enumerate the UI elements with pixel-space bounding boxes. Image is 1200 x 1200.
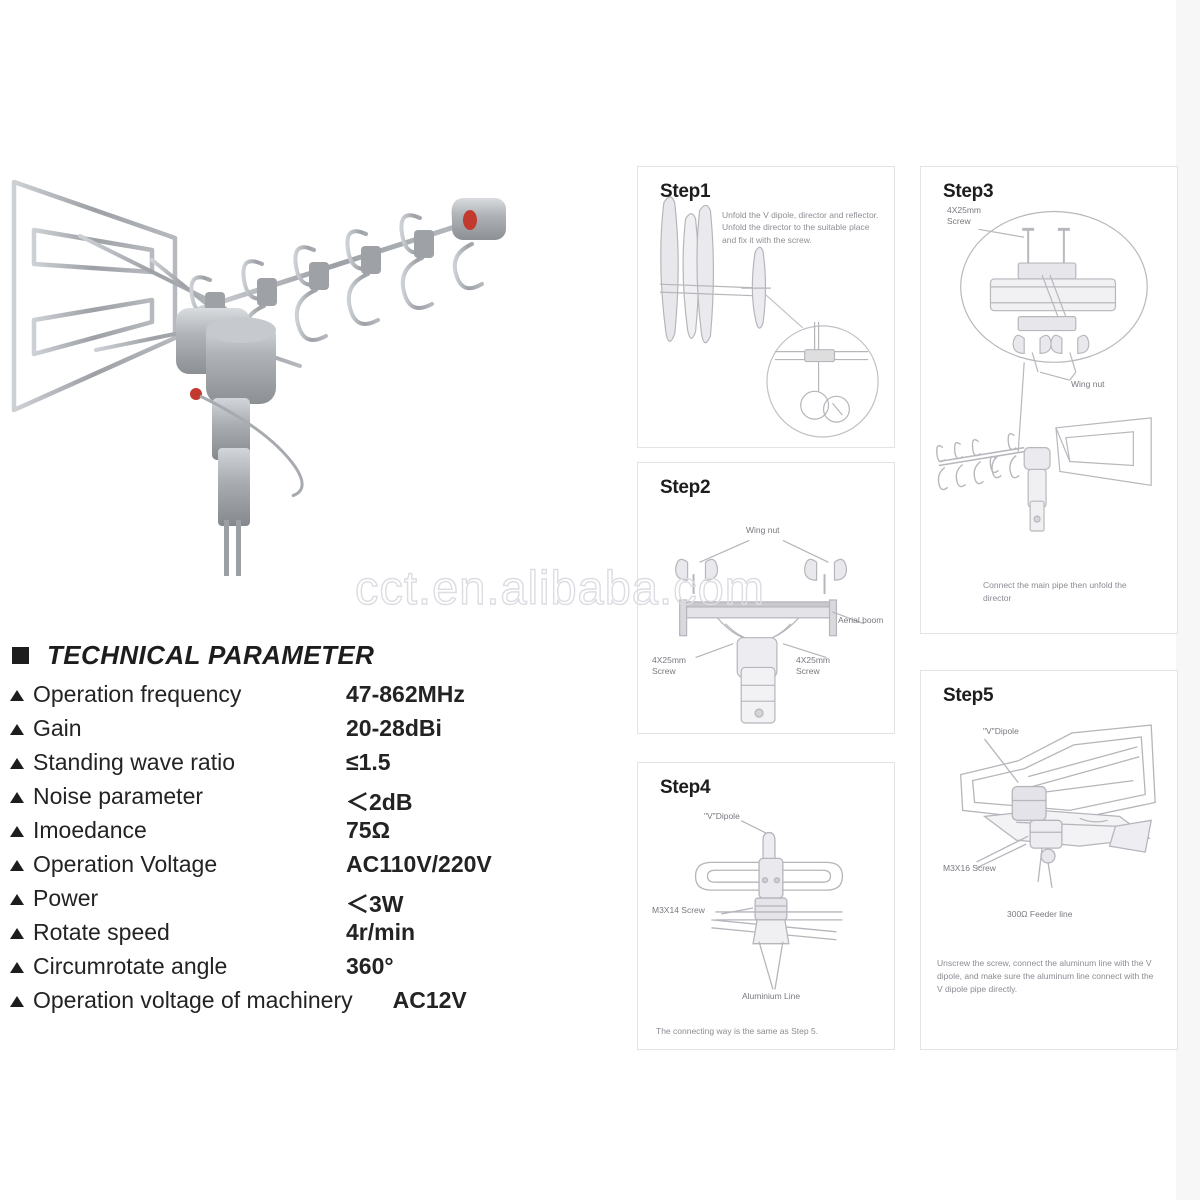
spec-value: ＜2dB [346,789,413,815]
spec-label: Operation voltage of machinery [33,987,353,1013]
panel-step4-label-screw: M3X14 Screw [652,905,705,915]
panel-step2: Step2 Wing nut Aerial boom 4X25mm Screw … [637,462,895,734]
triangle-bullet-icon [10,928,24,939]
panel-step1-body: Unfold the V dipole, director and reflec… [722,210,879,245]
spec-row: Gain 20-28dBi [8,715,620,749]
panel-step4: Step4 "V"Dipole M3X14 Screw Aluminium Li… [637,762,895,1050]
spec-label: Operation frequency [33,681,242,707]
spec-row: Operation frequency 47-862MHz [8,681,620,715]
spec-row: Operation voltage of machinery AC12V [8,987,620,1021]
triangle-bullet-icon [10,724,24,735]
spec-value: 4r/min [346,919,416,945]
panel-step5-label-screw: M3X16 Screw [943,863,996,873]
spec-label: Standing wave ratio [33,749,236,775]
spec-value: ≤1.5 [346,749,391,775]
panel-step3-caption: Connect the main pipe then unfold the di… [983,580,1127,603]
panel-step2-label-screw-right: 4X25mm Screw [796,655,831,677]
bullet-square-icon [12,647,29,664]
spec-row: Imoedance 75Ω [8,817,620,851]
panel-step5-title: Step5 [943,685,994,706]
panel-step1-title: Step1 [660,181,711,202]
panel-step4-caption: The connecting way is the same as Step 5… [656,1026,819,1036]
spec-row: Standing wave ratio ≤1.5 [8,749,620,783]
triangle-bullet-icon [10,826,24,837]
spec-label: Circumrotate angle [33,953,228,979]
spec-row: Rotate speed 4r/min [8,919,620,953]
panel-step4-label-aluminium: Aluminium Line [742,991,801,1001]
triangle-bullet-icon [10,996,24,1007]
spec-value: ＜3W [346,891,404,917]
triangle-bullet-icon [10,894,24,905]
spec-row: Power ＜3W [8,885,620,919]
technical-parameter-heading: TECHNICAL PARAMETER [8,640,620,671]
spec-label: Imoedance [33,817,147,843]
technical-parameter-title: TECHNICAL PARAMETER [47,640,375,670]
triangle-bullet-icon [10,758,24,769]
panel-step2-label-aerial-boom: Aerial boom [838,615,884,625]
right-edge-band [1176,0,1200,1200]
panel-step2-title: Step2 [660,477,711,498]
panel-step5-label-feeder: 300Ω Feeder line [1007,909,1073,919]
spec-label: Gain [33,715,82,741]
spec-value: 360° [346,953,394,979]
panel-step4-label-dipole: "V"Dipole [704,811,740,821]
spec-label: Operation Voltage [33,851,218,877]
panel-step5-label-dipole: "V"Dipole [983,726,1019,736]
spec-value: AC110V/220V [346,851,492,877]
spec-value: 75Ω [346,817,391,843]
spec-row: Circumrotate angle 360° [8,953,620,987]
spec-label: Rotate speed [33,919,170,945]
panel-step3-title: Step3 [943,181,994,202]
panel-step5-caption: Unscrew the screw, connect the aluminum … [937,958,1154,994]
triangle-bullet-icon [10,690,24,701]
panel-step2-label-screw-left: 4X25mm Screw [652,655,687,677]
panel-step3-label-screw: 4X25mm Screw [947,205,982,227]
technical-parameter-block: TECHNICAL PARAMETER Operation frequency … [8,640,620,1021]
spec-row: Noise parameter ＜2dB [8,783,620,817]
spec-value: 47-862MHz [346,681,465,707]
product-photo [0,160,560,580]
spec-value: 20-28dBi [346,715,442,741]
spec-label: Noise parameter [33,783,204,809]
panel-step4-title: Step4 [660,777,711,798]
panel-step3-label-wing-nut: Wing nut [1071,379,1105,389]
spec-value: AC12V [392,987,467,1013]
panel-step1: Step1 Unfold the V dipole, director and … [637,166,895,448]
triangle-bullet-icon [10,792,24,803]
spec-row: Operation Voltage AC110V/220V [8,851,620,885]
spec-label: Power [33,885,99,911]
triangle-bullet-icon [10,860,24,871]
panel-step5: Step5 "V"Dipole M3X16 Screw 300Ω Feeder … [920,670,1178,1050]
panel-step2-label-wing-nut: Wing nut [746,525,780,535]
panel-step3: Step3 4X25mm Screw Wing nut Connect the … [920,166,1178,634]
triangle-bullet-icon [10,962,24,973]
